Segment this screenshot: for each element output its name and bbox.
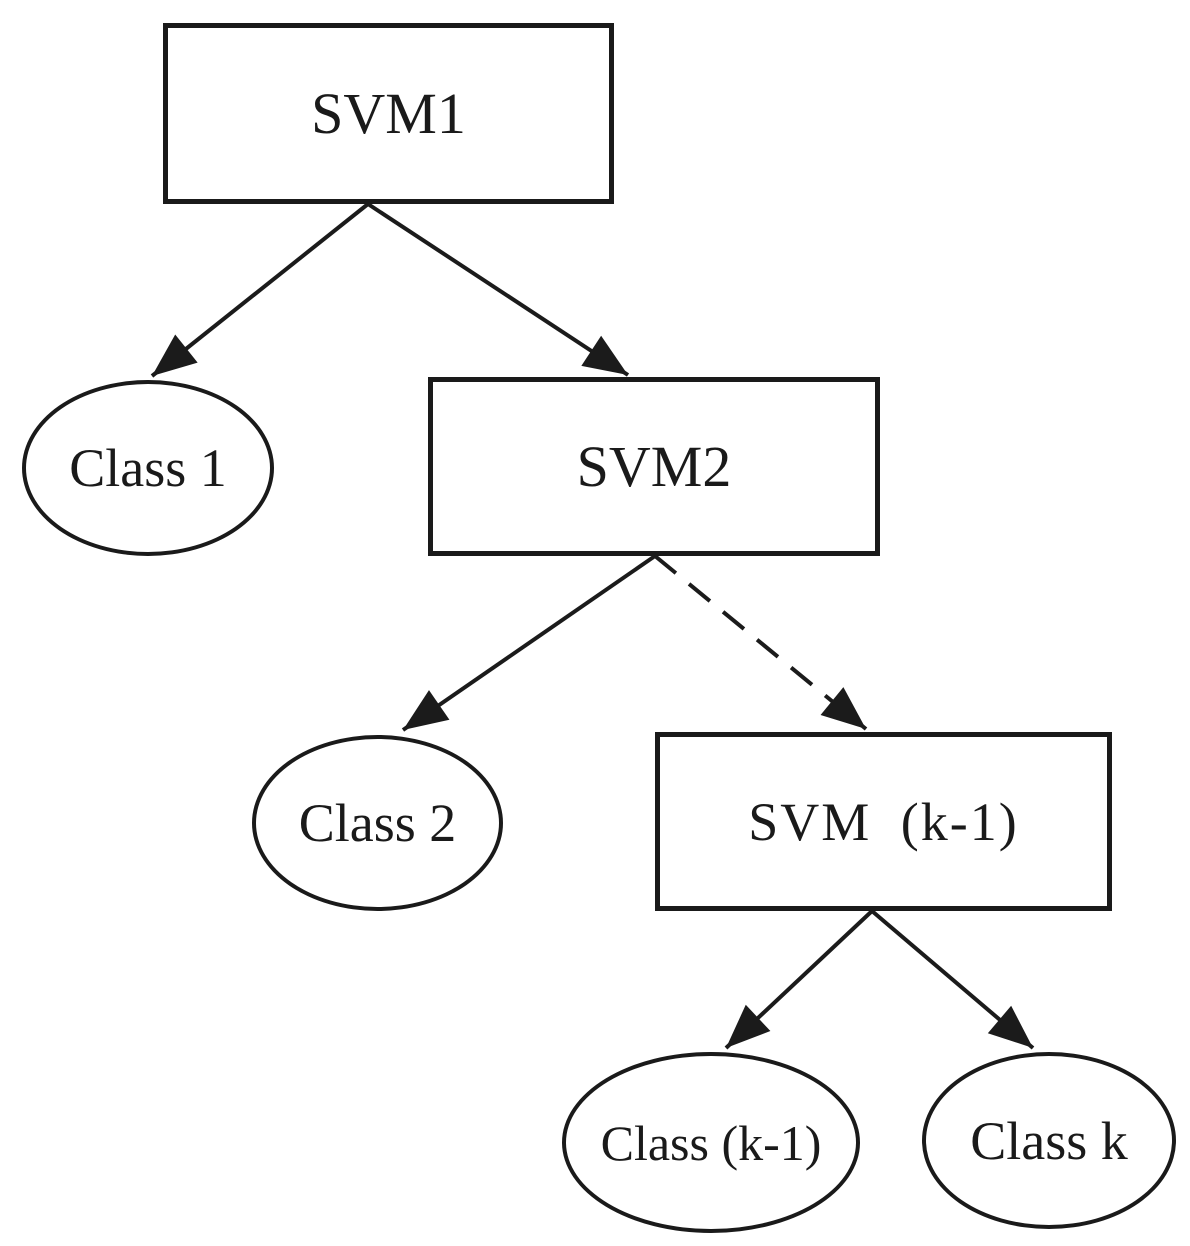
node-class-2-label: Class 2: [298, 793, 457, 853]
node-class-1-label: Class 1: [69, 438, 227, 498]
node-svm-k-minus-1-label: SVM (k-1): [748, 791, 1019, 852]
node-svm-k-minus-1: SVM (k-1): [655, 732, 1112, 911]
edge-svm-k1-to-class-k: [870, 909, 1035, 1050]
edge-svm1-to-svm2: [366, 202, 630, 377]
edge-svm2-to-class2: [401, 554, 657, 732]
edge-svm-k1-to-class-k1: [724, 909, 874, 1050]
node-class-2: Class 2: [252, 735, 503, 911]
node-svm1-label: SVM1: [311, 80, 466, 146]
node-class-k: Class k: [922, 1052, 1176, 1229]
node-svm2: SVM2: [428, 377, 880, 556]
edge-svm1-to-class1: [150, 202, 370, 378]
node-class-1: Class 1: [22, 380, 274, 556]
node-class-k-minus-1-label: Class (k-1): [600, 1114, 822, 1171]
node-svm2-label: SVM2: [576, 433, 732, 499]
edge-svm2-to-svm-k1-dashed: [653, 554, 868, 731]
node-class-k-minus-1: Class (k-1): [562, 1052, 860, 1233]
node-svm1: SVM1: [163, 23, 614, 204]
node-class-k-label: Class k: [970, 1110, 1128, 1171]
